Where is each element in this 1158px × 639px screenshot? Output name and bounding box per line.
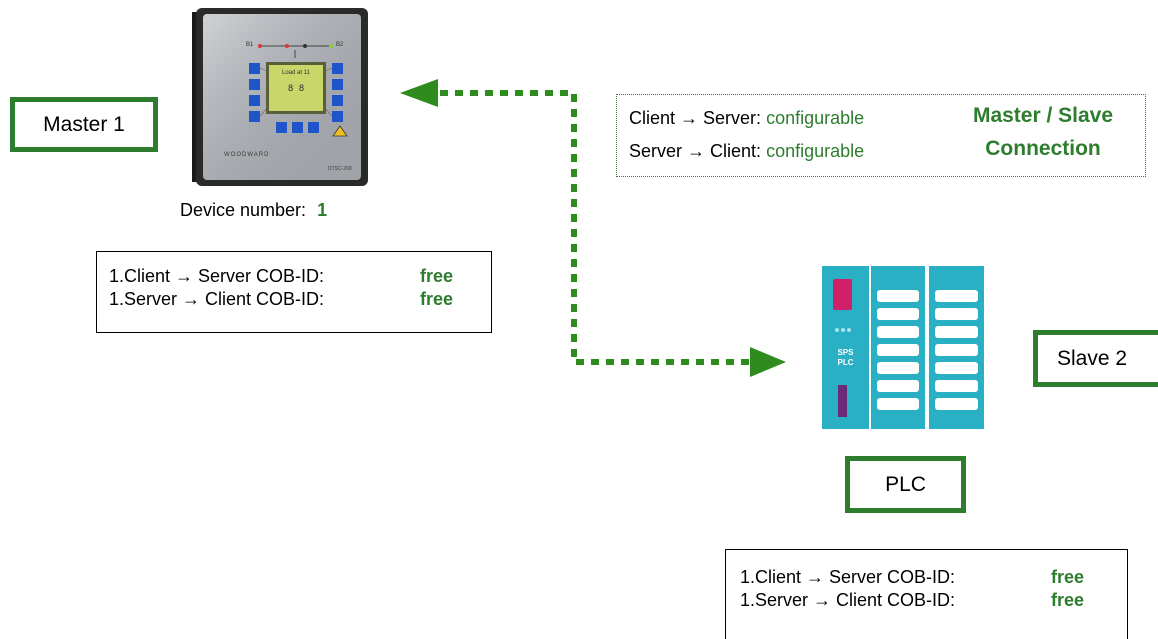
controller-brand-label: WOODWARD bbox=[224, 152, 270, 158]
connection-title-line-1: Master / Slave bbox=[972, 104, 1114, 127]
master-cob-value: free bbox=[420, 289, 454, 309]
plc-label-box: PLC bbox=[845, 456, 966, 513]
slave-label-box: Slave 2 bbox=[1033, 330, 1158, 387]
controller-bus-right-label: B2 bbox=[336, 42, 344, 48]
master-cob-label: 1.Server → Client COB-ID: bbox=[109, 289, 325, 309]
controller-screen-line-1: Load at 11 bbox=[282, 70, 310, 76]
plc-device-text-2: PLC bbox=[837, 358, 854, 367]
master-cob-id-box: 1.Client → Server COB-ID: free 1.Server … bbox=[96, 251, 492, 333]
device-number-label: Device number: bbox=[180, 200, 307, 220]
controller-screen-line-2: 8 8 bbox=[287, 84, 305, 94]
connection-row-label: Client → Server: bbox=[629, 108, 762, 128]
controller-bus-left-label: B1 bbox=[246, 42, 254, 48]
slave-cob-label: 1.Server → Client COB-ID: bbox=[740, 590, 956, 610]
master-cob-row-client-server: 1.Client → Server COB-ID: free bbox=[109, 265, 491, 288]
device-number: Device number: 1 bbox=[180, 200, 327, 221]
slave-cob-value: free bbox=[1051, 567, 1085, 587]
plc-label: PLC bbox=[885, 472, 926, 496]
master-cob-label: 1.Client → Server COB-ID: bbox=[109, 266, 325, 286]
master-cob-value: free bbox=[420, 266, 454, 286]
master-cob-row-server-client: 1.Server → Client COB-ID: free bbox=[109, 288, 491, 311]
connection-row-label: Server → Client: bbox=[629, 141, 762, 161]
slave-cob-row-client-server: 1.Client → Server COB-ID: free bbox=[740, 566, 1127, 589]
slave-label: Slave 2 bbox=[1057, 346, 1128, 370]
connection-info-box: Client → Server: configurable Server → C… bbox=[616, 94, 1146, 177]
master-label-box: Master 1 bbox=[10, 97, 158, 152]
device-number-value: 1 bbox=[317, 200, 328, 220]
slave-cob-id-box: 1.Client → Server COB-ID: free 1.Server … bbox=[725, 549, 1128, 639]
connection-row-value: configurable bbox=[766, 108, 865, 128]
arrowhead-to-master bbox=[400, 79, 438, 107]
controller-model-label: DTSC-200 bbox=[328, 166, 352, 172]
master-label: Master 1 bbox=[43, 112, 125, 136]
connection-title-line-2: Connection bbox=[985, 137, 1101, 160]
slave-cob-row-server-client: 1.Server → Client COB-ID: free bbox=[740, 589, 1127, 612]
plc-device-text-1: SPS bbox=[837, 348, 854, 357]
connection-row-client-server: Client → Server: configurable bbox=[629, 108, 864, 129]
slave-cob-label: 1.Client → Server COB-ID: bbox=[740, 567, 956, 587]
arrowhead-to-slave bbox=[750, 347, 786, 377]
connection-line bbox=[440, 90, 752, 365]
connection-row-server-client: Server → Client: configurable bbox=[629, 141, 864, 162]
connection-row-value: configurable bbox=[766, 141, 865, 161]
slave-cob-value: free bbox=[1051, 590, 1085, 610]
